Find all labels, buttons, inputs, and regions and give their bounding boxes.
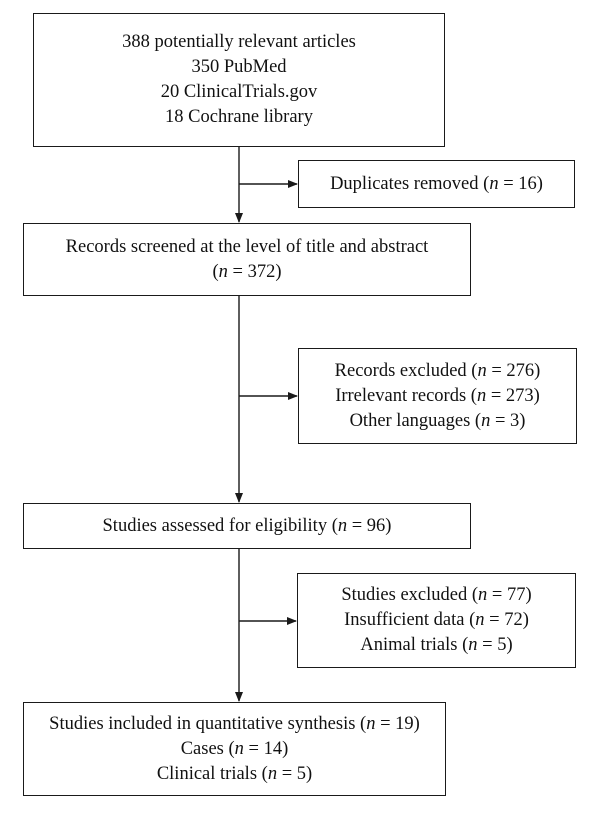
clinical-trials-label: Clinical trials (n = 5) — [156, 763, 313, 784]
screening-box: Records screened at the level of title a… — [23, 223, 471, 296]
screening-count: (n = 372) — [212, 261, 282, 282]
eligibility-label: Studies assessed for eligibility (n = 96… — [102, 515, 392, 536]
studies-excluded-box: Studies excluded (n = 77) Insufficient d… — [297, 573, 576, 668]
identification-box: 388 potentially relevant articles 350 Pu… — [33, 13, 445, 147]
included-label: Studies included in quantitative synthes… — [49, 713, 420, 734]
source-cochrane: 18 Cochrane library — [165, 107, 313, 127]
source-clinicaltrials: 20 ClinicalTrials.gov — [160, 82, 318, 102]
studies-excluded-label: Studies excluded (n = 77) — [341, 585, 532, 605]
irrelevant-records-label: Irrelevant records (n = 273) — [335, 385, 540, 406]
duplicates-box: Duplicates removed (n = 16) — [298, 160, 575, 208]
records-excluded-label: Records excluded (n = 276) — [334, 360, 541, 381]
records-excluded-box: Records excluded (n = 276) Irrelevant re… — [298, 348, 577, 444]
source-pubmed: 350 PubMed — [191, 57, 287, 77]
identification-title: 388 potentially relevant articles — [122, 32, 356, 52]
duplicates-count: 16 — [518, 173, 537, 194]
duplicates-label: Duplicates removed (n = 16) — [330, 173, 543, 194]
animal-trials-label: Animal trials (n = 5) — [360, 635, 513, 655]
insufficient-data-label: Insufficient data (n = 72) — [344, 610, 529, 630]
screening-title: Records screened at the level of title a… — [65, 236, 429, 257]
cases-label: Cases (n = 14) — [180, 738, 289, 759]
other-languages-label: Other languages (n = 3) — [349, 410, 526, 431]
eligibility-box: Studies assessed for eligibility (n = 96… — [23, 503, 471, 549]
included-box: Studies included in quantitative synthes… — [23, 702, 446, 796]
